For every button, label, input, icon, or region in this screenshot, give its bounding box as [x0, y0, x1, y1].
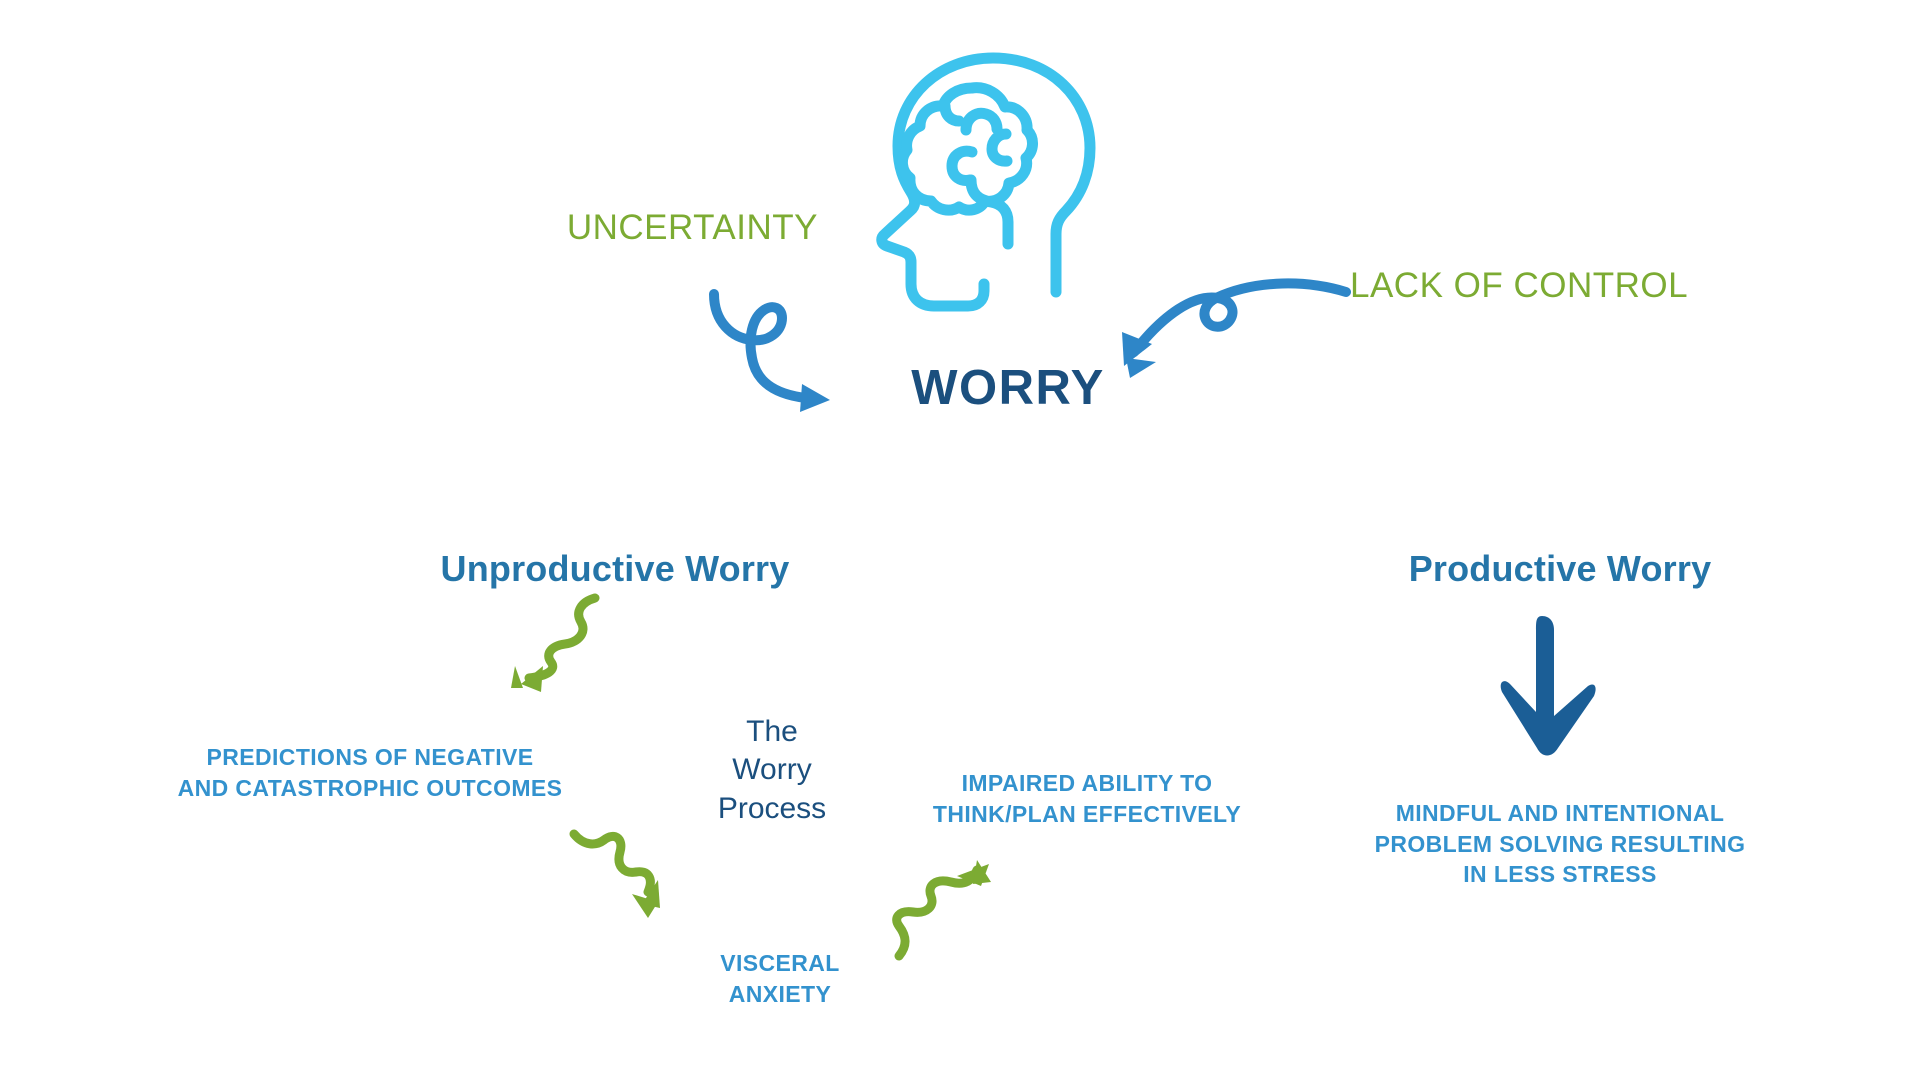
- node-line: IMPAIRED ABILITY TO: [961, 770, 1213, 796]
- squiggly-arrow-up-right-icon: [892, 860, 991, 961]
- label-uncertainty: UNCERTAINTY: [566, 208, 818, 247]
- squiggly-arrow-down-left-icon: [511, 593, 600, 692]
- node-visceral-anxiety: VISCERAL ANXIETY: [640, 948, 920, 1009]
- heading-unproductive-worry: Unproductive Worry: [440, 548, 790, 589]
- worry-process-line: Worry: [732, 753, 812, 787]
- node-impaired-ability: IMPAIRED ABILITY TO THINK/PLAN EFFECTIVE…: [872, 768, 1302, 829]
- thick-arrow-down-icon: [1500, 616, 1596, 756]
- worry-process-line: Process: [717, 791, 827, 825]
- label-worry: WORRY: [911, 361, 1105, 415]
- label-lack-of-control: LACK OF CONTROL: [1350, 266, 1689, 305]
- squiggly-arrow-down-right-icon: [569, 829, 660, 918]
- curved-loop-arrow-right-icon: [709, 289, 830, 412]
- node-line: PROBLEM SOLVING RESULTING: [1374, 830, 1746, 857]
- node-line: AND CATASTROPHIC OUTCOMES: [177, 774, 563, 801]
- head-with-brain-icon: [876, 52, 1096, 312]
- label-the-worry-process: The Worry Process: [672, 713, 872, 828]
- node-mindful-problem-solving: MINDFUL AND INTENTIONAL PROBLEM SOLVING …: [1290, 798, 1830, 890]
- node-line: IN LESS STRESS: [1463, 861, 1657, 888]
- node-line: THINK/PLAN EFFECTIVELY: [932, 800, 1242, 827]
- curved-loop-arrow-down-left-icon: [1122, 278, 1351, 378]
- node-line: MINDFUL AND INTENTIONAL: [1395, 800, 1725, 826]
- node-predictions-of-negative-outcomes: PREDICTIONS OF NEGATIVE AND CATASTROPHIC…: [60, 742, 680, 803]
- node-line: VISCERAL: [720, 950, 840, 976]
- heading-productive-worry: Productive Worry: [1408, 548, 1712, 589]
- worry-process-line: The: [746, 715, 798, 748]
- node-line: PREDICTIONS OF NEGATIVE: [206, 744, 534, 770]
- node-line: ANXIETY: [728, 980, 832, 1007]
